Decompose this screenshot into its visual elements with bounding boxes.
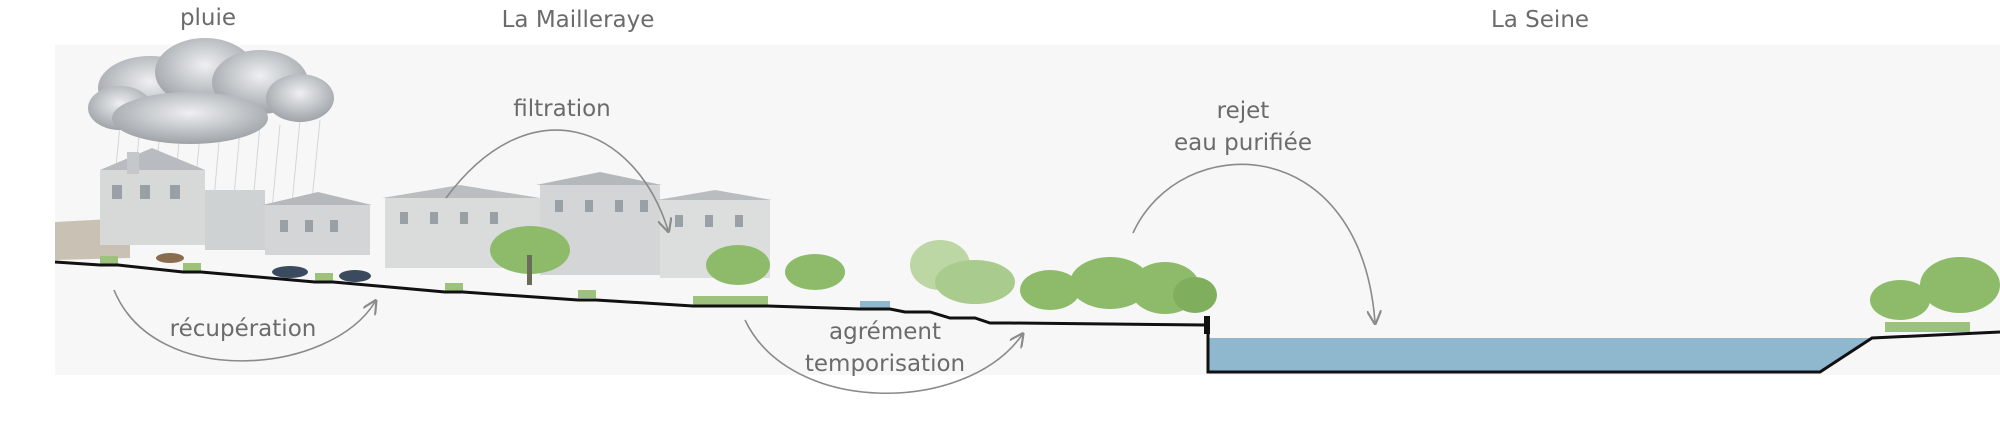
rejet-arrow bbox=[1132, 163, 1375, 322]
label-agrement: agrément temporisation bbox=[805, 316, 965, 380]
bioswales bbox=[100, 256, 1970, 332]
label-temporisation: temporisation bbox=[804, 351, 966, 377]
small-retention-pond bbox=[860, 301, 890, 310]
seine-river-water bbox=[1208, 338, 1872, 372]
sky-backdrop bbox=[55, 45, 2000, 375]
quay-wall bbox=[1204, 316, 1210, 334]
label-filtration: filtration bbox=[513, 96, 611, 122]
label-pluie: pluie bbox=[179, 5, 237, 31]
label-la-seine: La Seine bbox=[1490, 7, 1590, 33]
rain-cloud bbox=[88, 38, 334, 144]
label-recuperation: récupération bbox=[169, 316, 317, 342]
label-rejet-line2: eau purifiée bbox=[1174, 130, 1312, 156]
label-rejet: rejet eau purifiée bbox=[1174, 95, 1312, 159]
trees bbox=[490, 226, 2000, 320]
label-la-mailleraye: La Mailleraye bbox=[501, 7, 655, 33]
recuperation-arrow bbox=[113, 289, 375, 362]
agrement-arrow bbox=[744, 319, 1022, 394]
label-rejet-line1: rejet bbox=[1216, 98, 1270, 124]
label-agrement-line1: agrément bbox=[829, 319, 941, 345]
filtration-arrow bbox=[445, 129, 668, 230]
